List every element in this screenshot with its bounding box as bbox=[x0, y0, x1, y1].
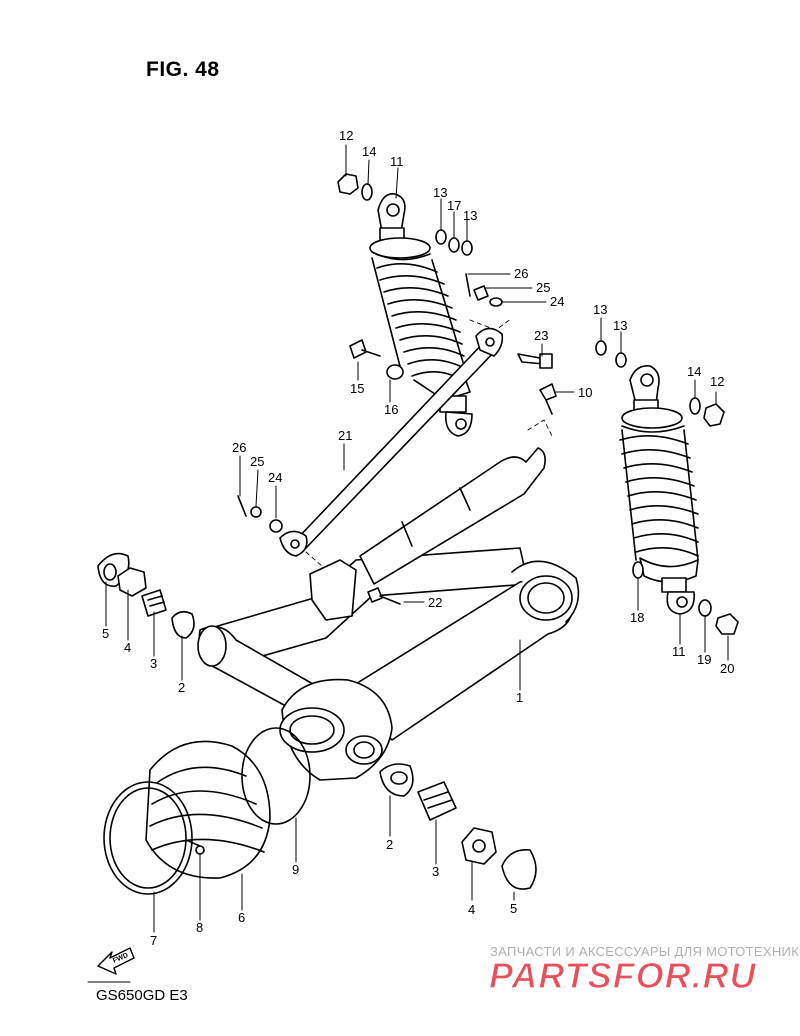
callout-3: 3 bbox=[432, 864, 439, 879]
callout-9: 9 bbox=[292, 862, 299, 877]
callout-15: 15 bbox=[350, 381, 364, 396]
callout-3: 3 bbox=[150, 656, 157, 671]
callout-21: 21 bbox=[338, 428, 352, 443]
callout-8: 8 bbox=[196, 920, 203, 935]
callout-13: 13 bbox=[593, 302, 607, 317]
callout-13: 13 bbox=[463, 208, 477, 223]
callout-13: 13 bbox=[433, 185, 447, 200]
callout-12: 12 bbox=[710, 374, 724, 389]
left-shock-absorber bbox=[369, 193, 473, 437]
callout-14: 14 bbox=[687, 364, 701, 379]
hardware-parts bbox=[97, 173, 739, 890]
callout-5: 5 bbox=[510, 901, 517, 916]
callout-1: 1 bbox=[516, 690, 523, 705]
fwd-arrow-icon bbox=[97, 947, 135, 975]
callout-25: 25 bbox=[536, 280, 550, 295]
callout-4: 4 bbox=[124, 640, 131, 655]
torque-rod bbox=[279, 327, 504, 557]
callout-2: 2 bbox=[178, 680, 185, 695]
callout-17: 17 bbox=[447, 198, 461, 213]
assembly-guides bbox=[305, 317, 553, 567]
watermark-logo: PARTSFOR.RU bbox=[488, 954, 757, 996]
swingarm bbox=[197, 547, 580, 781]
callout-26: 26 bbox=[232, 440, 246, 455]
callout-22: 22 bbox=[428, 595, 442, 610]
watermark-brand: PARTSFOR.RU bbox=[489, 955, 757, 996]
callout-26: 26 bbox=[514, 266, 528, 281]
callout-14: 14 bbox=[362, 144, 376, 159]
propeller-shaft bbox=[359, 447, 546, 585]
boot-clamp bbox=[103, 781, 193, 895]
callout-11: 11 bbox=[390, 154, 404, 169]
callout-6: 6 bbox=[238, 910, 245, 925]
figure-title: FIG. 48 bbox=[146, 58, 220, 81]
right-shock-absorber bbox=[619, 364, 699, 615]
o-ring bbox=[241, 727, 311, 825]
callout-2: 2 bbox=[386, 837, 393, 852]
rubber-boot bbox=[145, 740, 271, 879]
callout-23: 23 bbox=[534, 328, 548, 343]
callout-12: 12 bbox=[339, 128, 353, 143]
callout-16: 16 bbox=[384, 402, 398, 417]
callout-10: 10 bbox=[578, 385, 592, 400]
callout-11: 11 bbox=[672, 644, 686, 659]
callout-24: 24 bbox=[550, 294, 564, 309]
callout-13: 13 bbox=[613, 318, 627, 333]
callout-5: 5 bbox=[102, 626, 109, 641]
callout-labels: 12 14 11 13 17 13 26 25 24 23 10 15 16 2… bbox=[102, 128, 734, 948]
model-code: GS650GD E3 bbox=[96, 987, 188, 1004]
callout-18: 18 bbox=[630, 610, 644, 625]
callout-20: 20 bbox=[720, 661, 734, 676]
watermark-tagline: ЗАПЧАСТИ И АКСЕССУАРЫ ДЛЯ МОТОТЕХНИКИ bbox=[490, 944, 800, 959]
leader-lines bbox=[105, 144, 729, 933]
callout-25: 25 bbox=[250, 454, 264, 469]
callout-7: 7 bbox=[150, 933, 157, 948]
callout-24: 24 bbox=[268, 470, 282, 485]
callout-4: 4 bbox=[468, 902, 475, 917]
callout-19: 19 bbox=[697, 652, 711, 667]
